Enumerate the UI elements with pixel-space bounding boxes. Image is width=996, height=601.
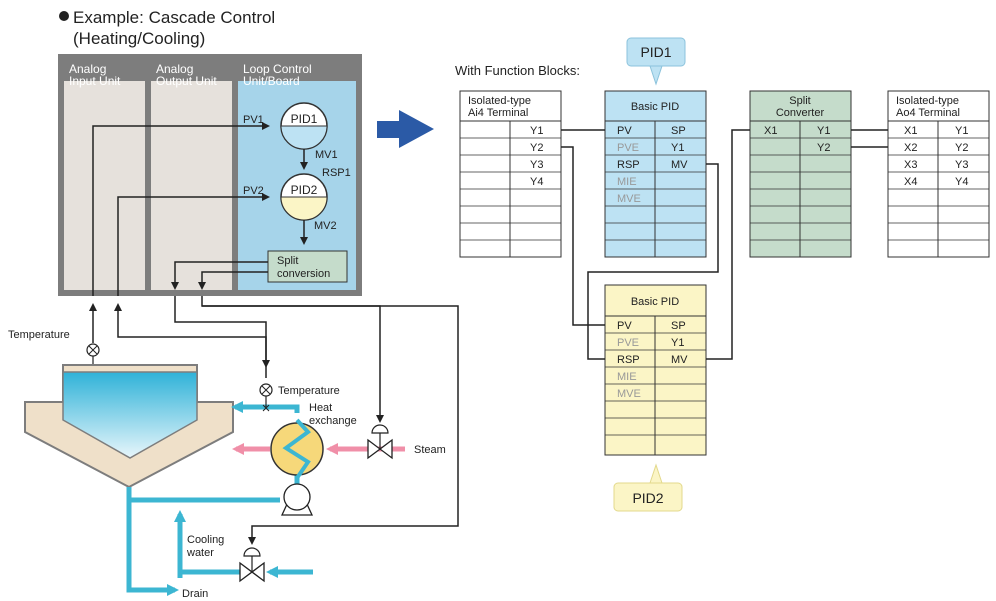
split-converter-block: Split Converter X1 Y1 Y2 bbox=[749, 90, 852, 258]
split-conversion-box bbox=[267, 250, 348, 283]
svg-text:MV: MV bbox=[671, 159, 688, 171]
svg-text:RSP: RSP bbox=[617, 159, 640, 171]
svg-text:Isolated-type: Isolated-type bbox=[468, 95, 531, 107]
svg-text:X1: X1 bbox=[904, 125, 917, 137]
svg-text:X3: X3 bbox=[904, 159, 917, 171]
ai4-y4: Y4 bbox=[530, 176, 543, 188]
pv2-label: PV2 bbox=[243, 185, 264, 197]
svg-text:Ai4 Terminal: Ai4 Terminal bbox=[468, 107, 528, 119]
svg-text:PV: PV bbox=[617, 125, 632, 137]
heat-exchanger-icon bbox=[270, 418, 324, 480]
svg-text:Y1: Y1 bbox=[817, 125, 830, 137]
cooling-water-label-2: water bbox=[186, 547, 214, 559]
ai4-y1: Y1 bbox=[530, 125, 543, 137]
drain-label: Drain bbox=[182, 588, 208, 600]
hx-temperature-label: Temperature bbox=[278, 385, 340, 397]
pv1-label: PV1 bbox=[243, 114, 264, 126]
heat-exchange-label-2: exchange bbox=[309, 415, 357, 427]
svg-text:MVE: MVE bbox=[617, 193, 641, 205]
rsp1-label: RSP1 bbox=[322, 167, 351, 179]
bullet-icon bbox=[59, 11, 69, 21]
svg-text:RSP: RSP bbox=[617, 354, 640, 366]
svg-text:PV: PV bbox=[617, 320, 632, 332]
pump-icon bbox=[280, 483, 314, 516]
svg-text:PID2: PID2 bbox=[291, 183, 318, 197]
svg-text:Y1: Y1 bbox=[955, 125, 968, 137]
svg-text:Basic PID: Basic PID bbox=[631, 296, 679, 308]
split-label-2: conversion bbox=[277, 268, 330, 280]
svg-text:X4: X4 bbox=[904, 176, 917, 188]
svg-text:Basic PID: Basic PID bbox=[631, 101, 679, 113]
svg-text:Y1: Y1 bbox=[671, 337, 684, 349]
svg-text:Isolated-type: Isolated-type bbox=[896, 95, 959, 107]
mv2-label: MV2 bbox=[314, 220, 337, 232]
svg-text:X1: X1 bbox=[764, 125, 777, 137]
pid2-callout: PID2 bbox=[613, 463, 683, 512]
svg-text:X2: X2 bbox=[904, 142, 917, 154]
svg-text:Split: Split bbox=[789, 95, 810, 107]
ai4-y3: Y3 bbox=[530, 159, 543, 171]
svg-text:MVE: MVE bbox=[617, 388, 641, 400]
mv1-label: MV1 bbox=[315, 149, 338, 161]
function-block-wiring bbox=[561, 129, 888, 360]
transform-arrow-icon bbox=[377, 110, 434, 148]
ai4-y2: Y2 bbox=[530, 142, 543, 154]
svg-text:MIE: MIE bbox=[617, 371, 637, 383]
svg-text:Y4: Y4 bbox=[955, 176, 968, 188]
svg-text:Y3: Y3 bbox=[955, 159, 968, 171]
analog-output-label-2: Output Unit bbox=[156, 74, 217, 88]
steam-label: Steam bbox=[414, 444, 446, 456]
cooling-valve-icon bbox=[239, 547, 265, 583]
loop-control-label-2: Unit/Board bbox=[243, 74, 300, 88]
svg-text:Converter: Converter bbox=[776, 107, 825, 119]
svg-text:Y1: Y1 bbox=[671, 142, 684, 154]
pid1-callout: PID1 bbox=[626, 37, 686, 86]
function-blocks-caption: With Function Blocks: bbox=[455, 63, 580, 78]
pid1-circle: PID1 bbox=[280, 102, 328, 150]
svg-text:Y2: Y2 bbox=[955, 142, 968, 154]
svg-text:SP: SP bbox=[671, 320, 686, 332]
svg-text:SP: SP bbox=[671, 125, 686, 137]
svg-text:MV: MV bbox=[671, 354, 688, 366]
analog-input-label-2: Input Unit bbox=[69, 74, 121, 88]
svg-text:PID2: PID2 bbox=[632, 490, 663, 506]
ao4-terminal-block: Isolated-type Ao4 Terminal X1 X2 X3 X4 Y… bbox=[887, 90, 990, 258]
analog-output-unit bbox=[151, 81, 232, 290]
svg-text:Ao4 Terminal: Ao4 Terminal bbox=[896, 107, 960, 119]
tank-icon bbox=[24, 364, 234, 489]
steam-valve-icon bbox=[367, 424, 393, 460]
svg-text:PVE: PVE bbox=[617, 337, 639, 349]
title-line2: (Heating/Cooling) bbox=[73, 29, 205, 48]
svg-text:PID1: PID1 bbox=[640, 44, 671, 60]
ai4-terminal-block: Isolated-type Ai4 Terminal Y1 Y2 Y3 Y4 bbox=[459, 90, 562, 258]
svg-text:PID1: PID1 bbox=[291, 112, 318, 126]
svg-text:MIE: MIE bbox=[617, 176, 637, 188]
analog-input-label-1: Analog bbox=[69, 62, 106, 76]
hx-temperature-sensor-icon bbox=[259, 383, 273, 412]
heat-exchange-label-1: Heat bbox=[309, 402, 332, 414]
analog-output-label-1: Analog bbox=[156, 62, 193, 76]
basic-pid-1-block: Basic PID PV PVE RSP MIE MVE SP Y1 MV bbox=[604, 90, 707, 258]
split-label-1: Split bbox=[277, 255, 298, 267]
loop-control-label-1: Loop Control bbox=[243, 62, 312, 76]
svg-text:Y2: Y2 bbox=[817, 142, 830, 154]
title-line1: Example: Cascade Control bbox=[73, 8, 275, 27]
pid2-circle: PID2 bbox=[280, 173, 328, 221]
tank-temperature-label: Temperature bbox=[8, 329, 70, 341]
cooling-water-label-1: Cooling bbox=[187, 534, 224, 546]
analog-input-unit bbox=[64, 81, 145, 290]
basic-pid-2-block: Basic PID PV PVE RSP MIE MVE SP Y1 MV bbox=[604, 284, 707, 456]
svg-text:PVE: PVE bbox=[617, 142, 639, 154]
